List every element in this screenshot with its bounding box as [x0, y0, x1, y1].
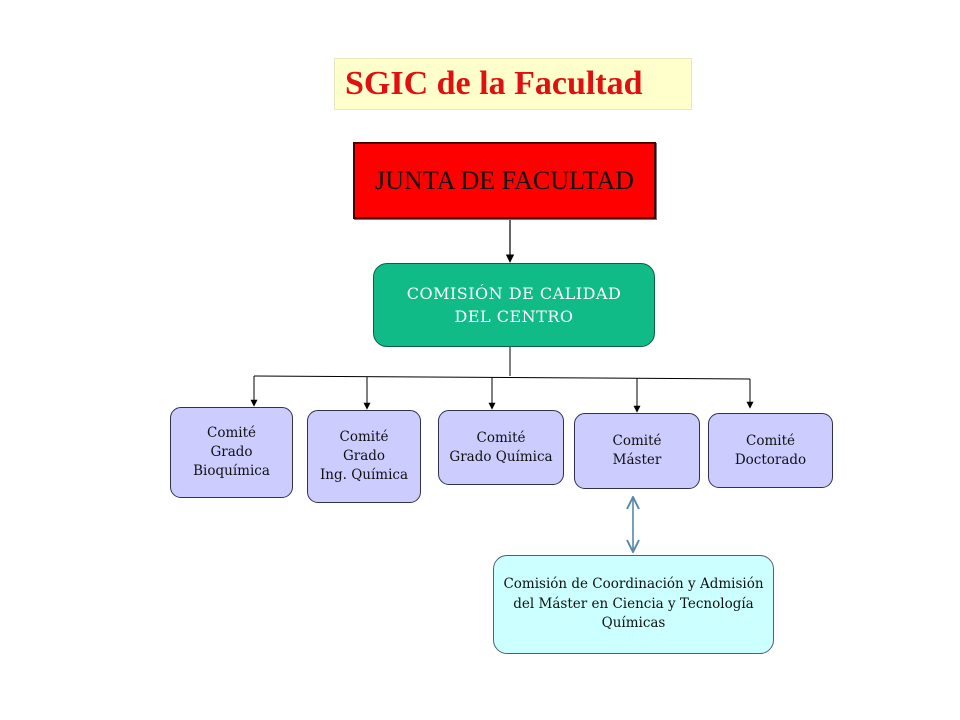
node-comite-grado-bioquimica: Comité Grado Bioquímica — [170, 407, 293, 498]
node-junta-de-facultad: JUNTA DE FACULTAD — [353, 142, 656, 219]
node-comite-doctorado-label: Comité Doctorado — [734, 432, 807, 468]
node-comite-grado-quimica-label: Comité Grado Química — [449, 429, 553, 465]
node-comite-grado-ing-quimica: Comité Grado Ing. Química — [307, 410, 421, 503]
node-comite-grado-bioquimica-label: Comité Grado Bioquímica — [193, 425, 270, 479]
connector-horizontal-bus — [253, 375, 751, 380]
node-comision-coordinacion-master-label: Comisión de Coordinación y Admisión del … — [503, 576, 764, 632]
node-comision-de-calidad-label: COMISIÓN DE CALIDAD DEL CENTRO — [406, 283, 622, 326]
node-junta-de-facultad-label: JUNTA DE FACULTAD — [375, 165, 634, 195]
node-comite-grado-ing-quimica-label: Comité Grado Ing. Química — [319, 429, 409, 483]
node-comite-master-label: Comité Máster — [612, 433, 662, 468]
node-comite-grado-quimica: Comité Grado Química — [438, 410, 564, 485]
diagram-title: SGIC de la Facultad — [334, 58, 692, 110]
node-comite-doctorado: Comité Doctorado — [708, 413, 833, 488]
diagram-title-text: SGIC de la Facultad — [345, 65, 643, 102]
node-comision-de-calidad: COMISIÓN DE CALIDAD DEL CENTRO — [373, 263, 655, 347]
node-comite-master: Comité Máster — [574, 413, 700, 489]
node-comision-coordinacion-master: Comisión de Coordinación y Admisión del … — [493, 555, 774, 654]
